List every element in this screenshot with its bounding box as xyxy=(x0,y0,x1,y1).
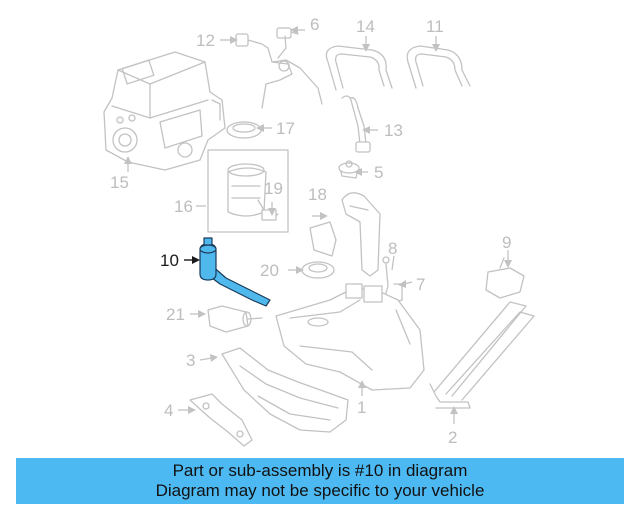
callout-14: 14 xyxy=(356,17,375,36)
part-12-connector xyxy=(235,33,269,49)
callout-2: 2 xyxy=(448,428,457,447)
callout-17: 17 xyxy=(276,119,295,138)
part-18-filler-neck xyxy=(341,192,381,277)
callout-3: 3 xyxy=(186,351,195,370)
part-14-hose xyxy=(325,45,393,91)
part-15-injection-pump xyxy=(103,51,226,171)
callout-20: 20 xyxy=(260,261,279,280)
part-10-highlighted-tube xyxy=(199,237,271,307)
callout-1: 1 xyxy=(357,398,366,417)
part-1-fuel-tank xyxy=(275,283,425,391)
callout-11: 11 xyxy=(426,17,444,36)
part-6-connector xyxy=(276,27,299,39)
callout-13: 13 xyxy=(384,121,403,140)
info-banner: Part or sub-assembly is #10 in diagram D… xyxy=(16,458,624,504)
part-17-seal-ring xyxy=(226,121,262,139)
callout-9: 9 xyxy=(502,233,511,252)
callout-arrows xyxy=(124,26,512,424)
fuel-line-assembly xyxy=(261,35,323,109)
part-9-bracket xyxy=(485,257,525,299)
callout-5: 5 xyxy=(374,163,383,182)
part-2-tank-strap xyxy=(429,301,535,409)
part-13-tube xyxy=(341,95,371,153)
callout-12: 12 xyxy=(196,31,215,50)
part-4-bracket xyxy=(189,393,253,447)
callout-8: 8 xyxy=(388,239,397,258)
callout-4: 4 xyxy=(164,401,173,420)
part-21-fuel-filter xyxy=(207,305,263,333)
callout-15: 15 xyxy=(110,173,129,192)
part-20-seal-ring xyxy=(301,261,335,279)
callout-18: 18 xyxy=(308,185,327,204)
callout-21: 21 xyxy=(166,305,185,324)
callout-6: 6 xyxy=(310,15,319,34)
callout-10-highlighted: 10 xyxy=(160,251,179,270)
callout-19: 19 xyxy=(264,179,283,198)
banner-line-disclaimer: Diagram may not be specific to your vehi… xyxy=(155,481,485,500)
callout-labels: 1 2 3 4 5 6 7 8 9 10 11 12 13 14 15 16 1… xyxy=(110,15,511,447)
part-3-heat-shield xyxy=(221,347,349,433)
banner-line-part-number: Part or sub-assembly is #10 in diagram xyxy=(172,461,468,480)
bracket xyxy=(309,221,337,257)
part-16-fuel-pump-module xyxy=(207,149,289,233)
callout-7: 7 xyxy=(416,275,425,294)
part-11-hose xyxy=(406,45,471,89)
part-5-valve xyxy=(338,160,360,179)
callout-16: 16 xyxy=(174,197,193,216)
